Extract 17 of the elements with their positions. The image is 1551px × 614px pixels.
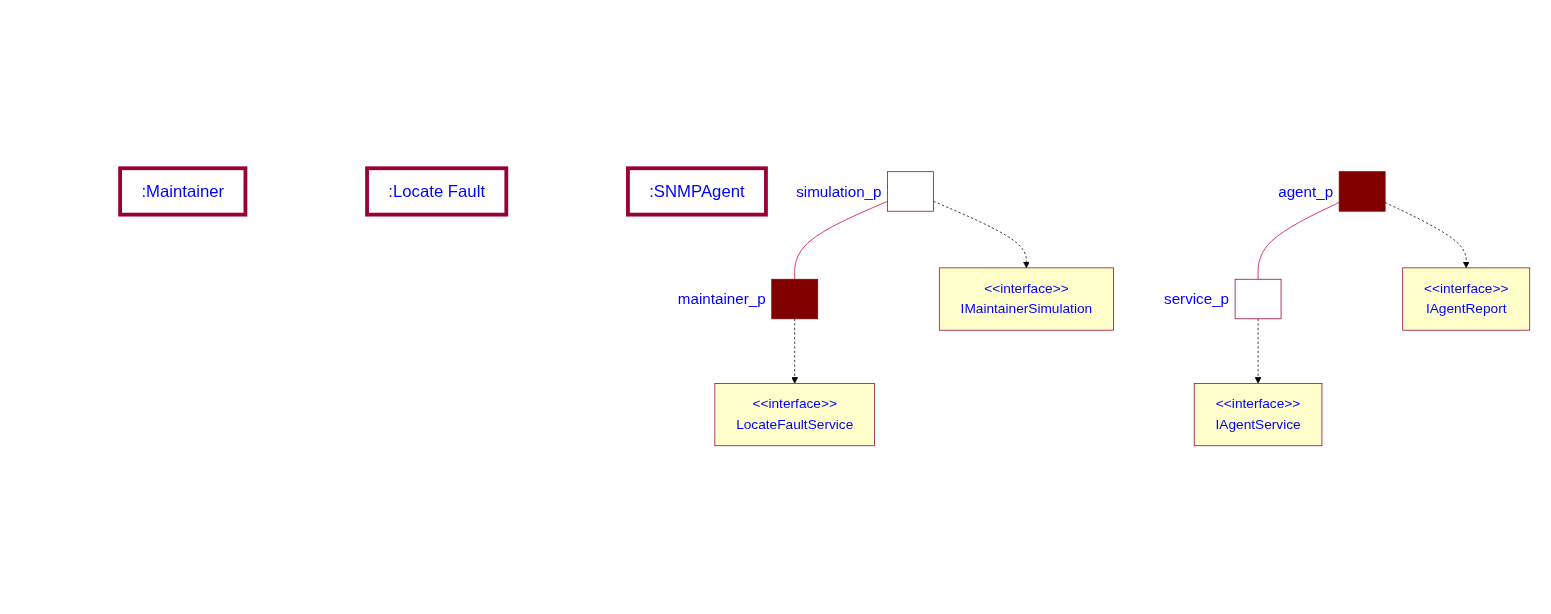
node-box — [1338, 171, 1386, 212]
node-box: <<interface>> LocateFaultService — [714, 383, 875, 447]
node-box: <<interface>> IAgentReport — [1402, 267, 1531, 331]
node-box — [1234, 278, 1282, 320]
node-box: :SNMPAgent — [626, 166, 768, 217]
node-box: :Locate Fault — [365, 166, 509, 217]
node-box: <<interface>> IAgentService — [1193, 383, 1323, 447]
port-label: service_p — [1164, 290, 1229, 308]
port-label: maintainer_p — [677, 290, 766, 308]
port-label: agent_p — [1278, 182, 1334, 200]
node-box: :Maintainer — [118, 166, 248, 217]
node-box — [887, 171, 934, 212]
connector — [1257, 202, 1340, 280]
port-label: simulation_p — [796, 182, 882, 200]
connector — [794, 200, 888, 280]
node-box — [771, 278, 819, 320]
node-box: <<interface>> IMaintainerSimulation — [938, 267, 1114, 331]
